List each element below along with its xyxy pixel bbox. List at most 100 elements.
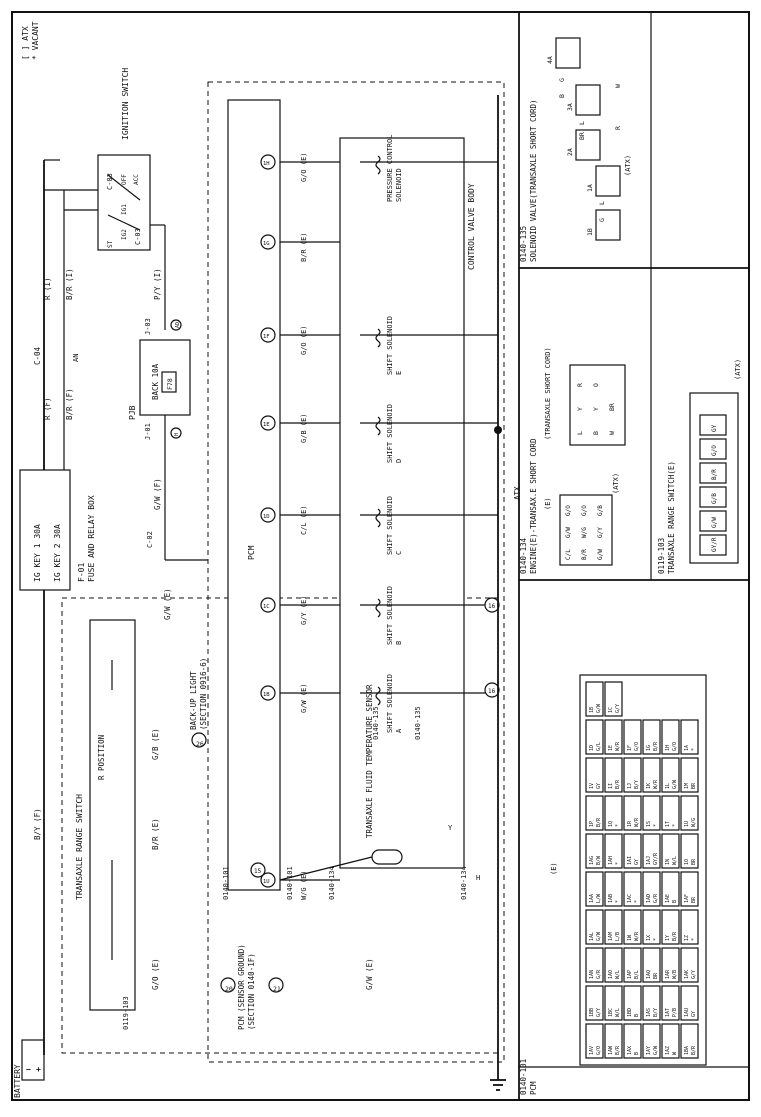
solenoid-coil-icon — [375, 328, 381, 348]
wire-label-g-w-e2: G/W (E) — [365, 958, 374, 990]
wire-label-p-y: P/Y (I) — [153, 268, 162, 300]
pcm-connector-cell — [604, 795, 623, 831]
pcm-connector-wire: L/W — [596, 893, 602, 903]
pcm-connector-wire: W/R — [634, 817, 640, 827]
pcm-connector-pin: 1O — [684, 859, 690, 865]
pcm-pin-wire-label: G/O (E) — [300, 152, 308, 182]
pcm-bus — [227, 99, 281, 891]
node-h: H — [174, 433, 180, 436]
pcm-connector-wire: W/R — [615, 741, 621, 751]
pcm-connector-wire: G/O — [634, 742, 640, 751]
pcm-connector-cell — [661, 985, 680, 1021]
pcm-connector-cell — [642, 833, 661, 869]
pcm-pin-icon — [260, 415, 276, 431]
short-cord-cell: Y — [576, 407, 584, 411]
range-switch-cell-label: GY — [711, 424, 718, 432]
pcm-connector-pin: 1BD — [627, 1008, 633, 1017]
pcm-connector-wire: G/O — [596, 1046, 602, 1055]
node16-icon — [484, 597, 500, 613]
backup-text1: BACK-UP LIGHT — [189, 671, 198, 730]
pcm-connector-wire: BR — [691, 896, 697, 903]
pcm-pin-icon — [260, 597, 276, 613]
pcm-connector-pin: 1BC — [608, 1008, 614, 1017]
pcm-connector-wire: B/R — [672, 931, 678, 941]
pcm-connector-pin: 1AI — [627, 856, 633, 865]
sensor-wire: Y — [448, 824, 453, 832]
pcm-connector-cell — [642, 909, 661, 945]
pcm-connector-wire: W — [672, 1051, 678, 1055]
p1-title: 0140-135 — [519, 226, 528, 262]
pcm-connector-wire: GY/R — [653, 852, 659, 865]
solenoid-conn-letter: R — [614, 126, 622, 130]
solenoid-label: SHIFT SOLENOID — [386, 316, 394, 375]
range-switch-cell — [699, 438, 727, 460]
battery-plus-icon: + — [36, 1065, 41, 1074]
solenoid-conn-letter: B — [558, 94, 566, 98]
pcm-connector-cell — [585, 871, 604, 907]
wire-label-r-i: R (I) — [43, 277, 52, 300]
backup-text2: (SECTION 0916-6) — [199, 658, 208, 730]
sensor-label: TRANSAXLE FLUID TEMPERATURE SENSOR — [365, 684, 374, 838]
pcm-connector-cell — [585, 681, 604, 717]
pcm-connector-cell — [642, 871, 661, 907]
pcm-connector-wire: GY — [691, 1011, 697, 1017]
pcm-connector-pin: 1AV — [589, 1046, 595, 1055]
pcm-connector-cell — [604, 833, 623, 869]
pcm-pin-wire-label: G/W (E) — [300, 683, 308, 713]
pcm-connector-pin: 1AO — [608, 970, 614, 979]
pcm-connector-cell — [585, 947, 604, 983]
pcm-connector-cell — [680, 795, 699, 831]
pjb-fuse: BACK 10A — [151, 363, 160, 400]
pcm-connector-pin: 1AJ — [646, 856, 652, 865]
wire-label-g-w-f: G/W (F) — [153, 478, 162, 510]
pcm-connector-cell — [623, 985, 642, 1021]
pcm-pin-label: 1C — [263, 604, 270, 610]
pcm-connector-wire: G/W — [672, 779, 678, 789]
pcm-connector-wire: B/R — [691, 1045, 697, 1055]
solenoid-conn-cell — [595, 209, 621, 241]
control-valve-body — [339, 137, 465, 869]
pcm-connector-pin: 1R — [627, 820, 633, 827]
pcm-connector-cell — [623, 871, 642, 907]
pcm-connector-wire: BR — [691, 858, 697, 865]
range-conn: 0119-103 — [122, 996, 130, 1030]
pcm-connector-pin: 1S — [646, 821, 652, 827]
solenoid-conn-letter: G — [558, 78, 566, 82]
pcm-connector-pin: 1AA — [589, 894, 595, 903]
pcm-connector-pin: 1D — [589, 745, 595, 751]
pcm-connector-pin: 1AC — [627, 894, 633, 903]
pcm-connector-pin: 1AN — [589, 970, 595, 979]
pcm-pin-wire-label: B/R (E) — [300, 232, 308, 262]
pcm-connector-cell — [680, 1023, 699, 1059]
pjb-j03: J-03 — [144, 318, 152, 335]
node-ad: AD — [175, 322, 181, 328]
pcm-connector-cell — [680, 871, 699, 907]
solenoid-label: B — [395, 641, 403, 645]
pcm-connector-wire: G/W — [653, 1045, 659, 1055]
solenoid-conn-cell — [555, 37, 581, 69]
range-switch-cell — [699, 462, 727, 484]
pcm-connector-cell — [604, 947, 623, 983]
pcm-pin-wire-label: G/Y (E) — [300, 595, 308, 625]
p1-sub: SOLENOID VALVE(TRANSAXLE SHORT CORD) — [529, 99, 538, 262]
pcm-connector-wire: G/Y — [615, 704, 621, 713]
pcm-connector-wire: W/L — [615, 970, 621, 979]
pcm-connector-cell — [680, 947, 699, 983]
pcm-connector-wire: B/R — [596, 817, 602, 827]
short-cord-cell: G/Y — [597, 527, 604, 538]
pcm-connector-pin: 1B — [589, 707, 595, 713]
pcm-connector-pin: 1AY — [646, 1046, 652, 1055]
pcm-connector-pin: 1AL — [589, 932, 595, 941]
p2-sub2: (E) — [544, 497, 552, 510]
pcm-connector-wire: G/R — [653, 893, 659, 903]
pcm-connector-wire: GY — [596, 783, 602, 789]
pcm-connector-wire: W/L — [615, 1008, 621, 1017]
ignition-switch-contact — [107, 174, 141, 201]
pcm-connector-pin: 1AU — [684, 1008, 690, 1017]
pcm-connector-wire: B/W — [596, 855, 602, 865]
pcm-connector-cell — [661, 795, 680, 831]
pcm-connector-wire: P/B — [672, 1008, 678, 1017]
